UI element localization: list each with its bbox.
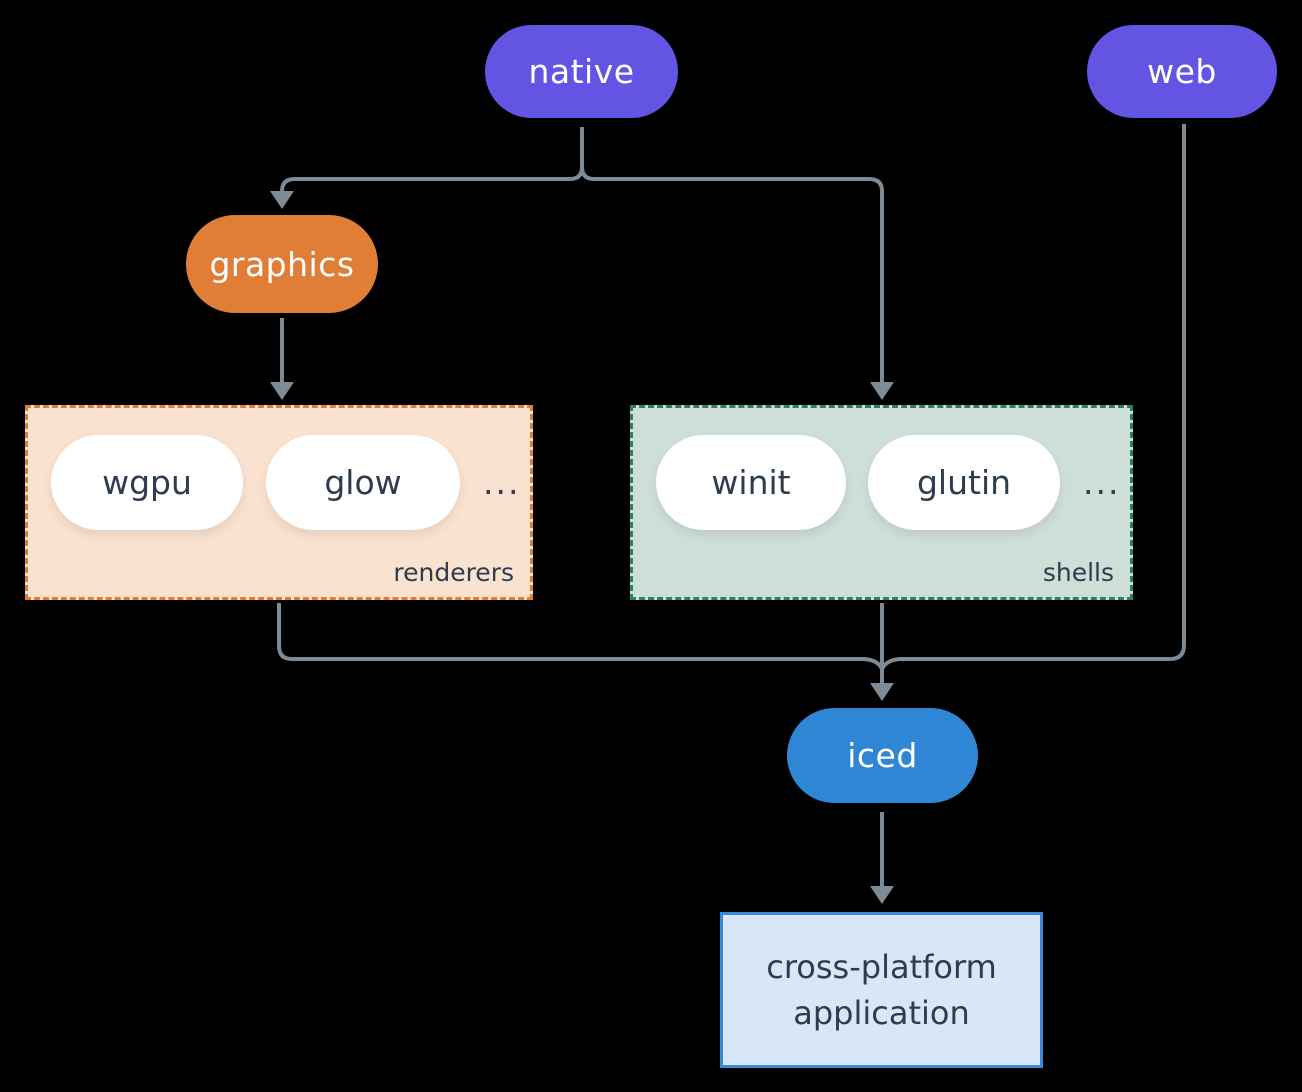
node-glutin-label: glutin [916,463,1012,502]
node-iced: iced [787,708,978,803]
node-wgpu-label: wgpu [102,463,192,502]
edge-web-to-merge [880,124,1186,670]
node-glutin: glutin [868,435,1060,530]
arrowhead-shells [870,382,894,400]
node-native: native [485,25,678,118]
node-cross-platform-application: cross-platform application [720,912,1043,1068]
edge-native-to-shells [580,166,884,382]
node-winit-label: winit [711,463,791,502]
group-renderers: wgpu glow ... renderers [25,405,533,600]
node-web-label: web [1147,52,1217,91]
group-shells: winit glutin ... shells [630,405,1133,600]
renderers-row: wgpu glow ... [51,435,530,530]
node-web: web [1087,25,1277,118]
arrowhead-graphics [270,191,294,209]
arrowhead-app [870,886,894,904]
node-graphics: graphics [186,215,378,313]
shells-group-label: shells [1042,558,1114,587]
node-graphics-label: graphics [209,244,355,284]
shells-row: winit glutin ... [656,435,1130,530]
node-wgpu: wgpu [51,435,243,530]
node-glow-label: glow [324,463,402,502]
arrowhead-renderers [270,382,294,400]
node-glow: glow [266,435,460,530]
node-native-label: native [528,52,635,91]
renderers-ellipsis: ... [483,463,521,502]
edge-native-to-graphics [280,127,584,192]
node-winit: winit [656,435,846,530]
shells-ellipsis: ... [1083,463,1121,502]
edge-renderers-to-merge [277,603,884,670]
node-app-label: cross-platform application [766,947,997,1032]
arrowhead-iced [870,683,894,701]
renderers-group-label: renderers [393,558,514,587]
node-iced-label: iced [847,736,918,775]
